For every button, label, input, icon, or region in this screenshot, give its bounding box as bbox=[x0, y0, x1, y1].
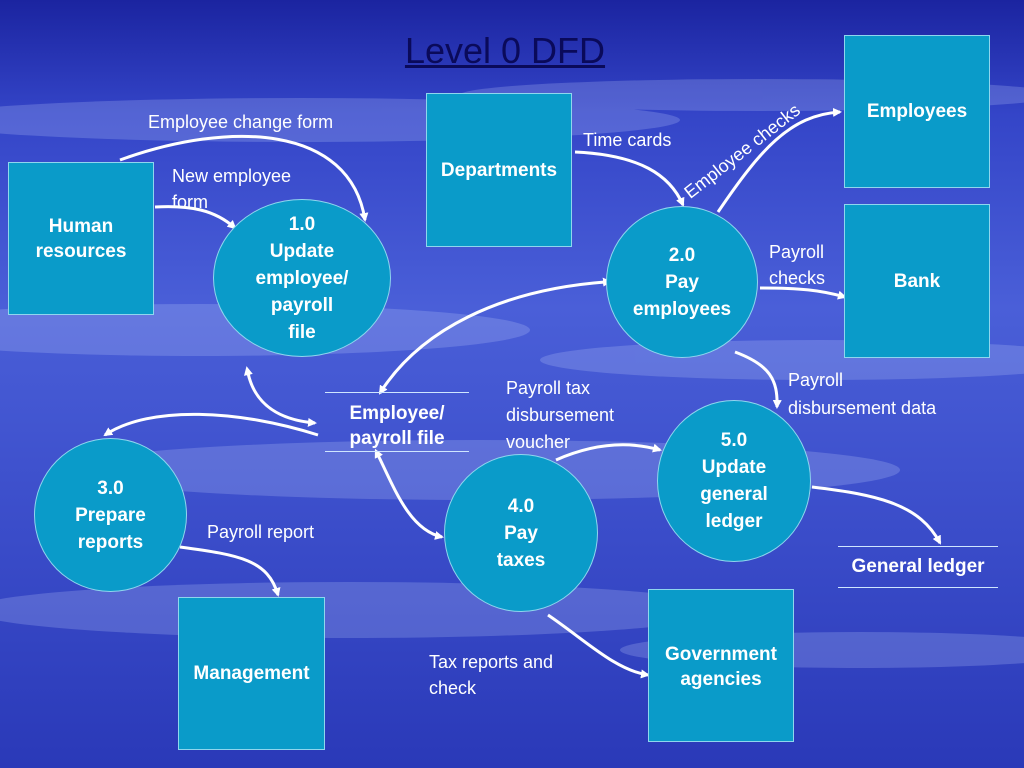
arrow-payroll-disbursement bbox=[734, 350, 782, 409]
arrow-employee-change-form bbox=[119, 134, 369, 222]
arrow-payroll-checks bbox=[759, 286, 847, 300]
arrow-payroll-report bbox=[179, 545, 281, 597]
arrow-store-p3 bbox=[103, 412, 319, 437]
arrow-time-cards bbox=[574, 150, 685, 207]
arrow-employee-checks bbox=[716, 107, 842, 213]
label-payroll-report: Payroll report bbox=[207, 522, 315, 542]
arrow-new-employee-form bbox=[154, 205, 237, 230]
arrow-p2-store bbox=[378, 277, 612, 395]
label-employee-change-form: Employee change form bbox=[148, 112, 334, 132]
entity-bank: Bank bbox=[844, 204, 990, 358]
arrow-p1-store bbox=[244, 366, 317, 427]
entity-management: Management bbox=[178, 597, 325, 750]
arrow-store-p4 bbox=[374, 448, 444, 540]
arrow-tax-reports bbox=[547, 613, 650, 679]
arrow-p5-general-ledger bbox=[811, 485, 942, 545]
store-general-ledger: General ledger bbox=[838, 546, 998, 588]
entity-employees: Employees bbox=[844, 35, 990, 188]
store-employee-payroll-file: Employee/payroll file bbox=[325, 392, 469, 452]
arrow-payroll-tax-voucher bbox=[555, 443, 662, 462]
label-time-cards: Time cards bbox=[583, 130, 672, 150]
entity-departments: Departments bbox=[426, 93, 572, 247]
page-title: Level 0 DFD bbox=[404, 30, 606, 71]
